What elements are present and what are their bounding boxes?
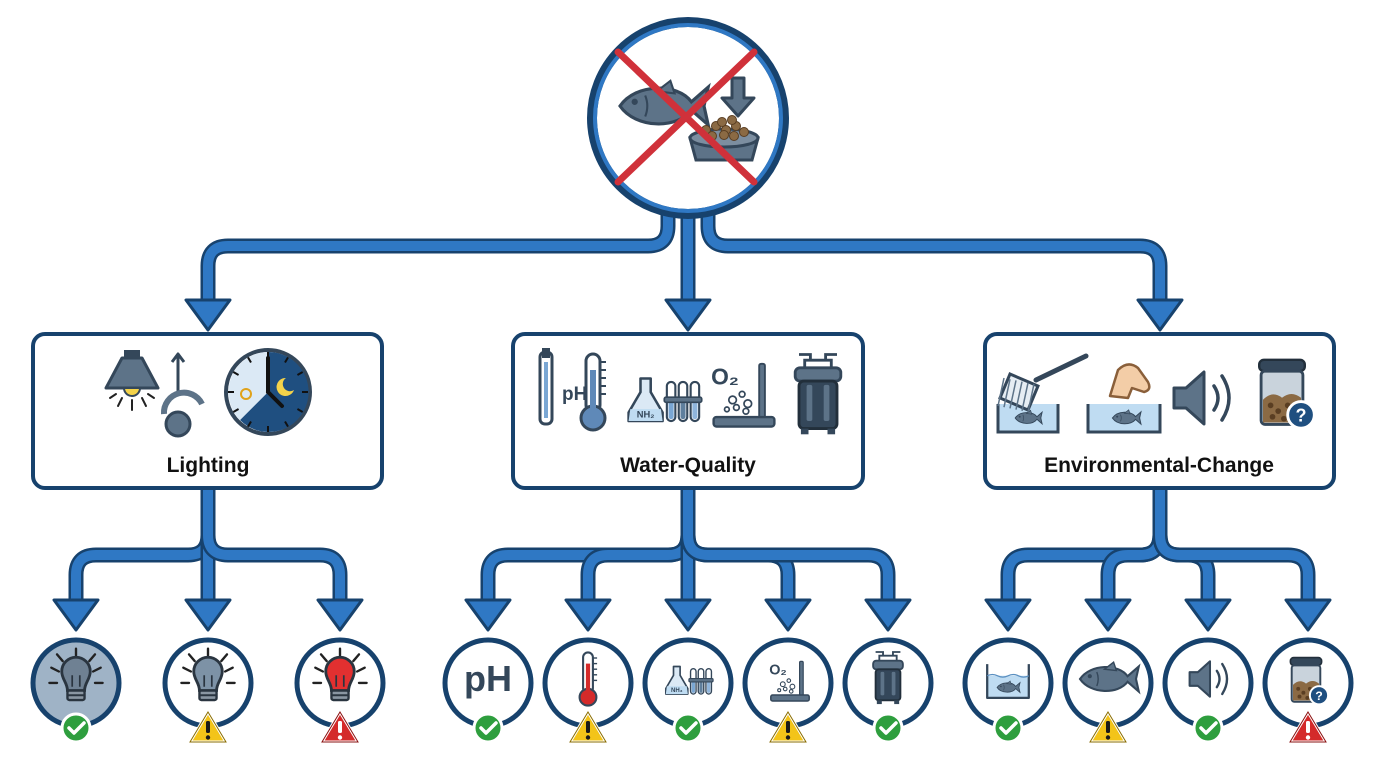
day-night-clock-icon xyxy=(224,348,312,436)
connector-root-lighting xyxy=(203,205,673,305)
category-label-water-quality: Water-Quality xyxy=(620,454,756,477)
fish-icon xyxy=(1078,661,1141,695)
speaker-noise-icon xyxy=(1172,370,1231,426)
svg-text:pH: pH xyxy=(464,658,512,699)
oxygen-aerator-icon: O₂ xyxy=(711,362,776,428)
connector-environmental-change-leaf-4 xyxy=(1155,483,1313,605)
root-circle-ring xyxy=(593,23,783,213)
check-badge-icon xyxy=(60,712,92,744)
warning-badge-icon xyxy=(188,710,228,744)
connector-root-environmental-change-outline xyxy=(700,202,1168,308)
connector-water-quality-leaf-4 xyxy=(683,483,793,605)
hand-tank-fish xyxy=(1111,409,1142,426)
ph-probe-icon: pH xyxy=(538,348,587,426)
connector-root-lighting-outline xyxy=(200,202,676,308)
warning-badge-icon xyxy=(568,710,608,744)
svg-text:?: ? xyxy=(1295,406,1306,426)
fish-net-icon xyxy=(996,353,1089,434)
svg-text:?: ? xyxy=(1315,689,1323,703)
icon-layer: pH NH₂ O₂? pH NH₃ O₂? xyxy=(30,17,1354,744)
arrowhead-category-lighting xyxy=(184,298,232,332)
speaker-icon xyxy=(1188,660,1229,698)
arrowhead-water-quality-leaf-4 xyxy=(764,598,812,632)
check-badge-icon xyxy=(672,712,704,744)
hand-in-tank-icon xyxy=(1086,363,1162,434)
svg-text:O₂: O₂ xyxy=(769,663,787,679)
arrowhead-water-quality-leaf-2 xyxy=(564,598,612,632)
check-badge-icon xyxy=(1192,712,1224,744)
connector-lighting-leaf-1 xyxy=(71,483,213,605)
canister-filter-icon xyxy=(872,651,904,705)
ceiling-lamp-icon xyxy=(104,350,160,411)
arrowhead-water-quality-leaf-3 xyxy=(664,598,712,632)
ammonia-test-icon: NH₂ xyxy=(627,377,703,423)
warning-badge-icon xyxy=(768,710,808,744)
connector-water-quality-leaf-2 xyxy=(583,483,693,605)
thermometer-icon xyxy=(578,651,598,707)
bulb-icon xyxy=(180,647,236,702)
connector-root-environmental-change xyxy=(703,205,1165,305)
svg-text:O₂: O₂ xyxy=(711,364,739,390)
svg-text:NH₂: NH₂ xyxy=(637,410,655,420)
tank-fish xyxy=(996,680,1021,694)
prohibit-cross-icon xyxy=(614,48,758,186)
svg-text:NH₃: NH₃ xyxy=(671,688,683,694)
arrowhead-lighting-leaf-2 xyxy=(184,598,232,632)
arrowhead-water-quality-leaf-1 xyxy=(464,598,512,632)
no-fish-feeding-icon xyxy=(587,17,789,219)
connector-water-quality-leaf-5 xyxy=(683,483,893,605)
net-tank-fish xyxy=(1014,409,1043,426)
connector-environmental-change-leaf-2-outline xyxy=(1100,480,1168,608)
arrowhead-lighting-leaf-3 xyxy=(316,598,364,632)
connector-environmental-change-leaf-1-outline xyxy=(1000,480,1168,608)
oxygen-icon: O₂ xyxy=(769,660,810,702)
arrowhead-environmental-change-leaf-4 xyxy=(1284,598,1332,632)
category-label-lighting: Lighting xyxy=(166,454,250,477)
thermometer-icon xyxy=(579,352,607,432)
tank-fish-icon xyxy=(986,664,1030,700)
down-arrow-icon xyxy=(720,76,756,118)
connector-environmental-change-leaf-1 xyxy=(1003,483,1165,605)
arrowhead-category-water-quality xyxy=(664,298,712,332)
brightness-dial-icon xyxy=(160,352,205,438)
connector-layer xyxy=(52,202,1332,632)
new-food-jar-icon: ? xyxy=(1258,358,1316,430)
connector-lighting-leaf-1-outline xyxy=(68,480,216,608)
check-badge-icon xyxy=(872,712,904,744)
check-badge-icon xyxy=(992,712,1024,744)
arrowhead-category-environmental-change xyxy=(1136,298,1184,332)
arrowhead-environmental-change-leaf-2 xyxy=(1084,598,1132,632)
connector-lighting-leaf-3-outline xyxy=(200,480,348,608)
ammonia-test-icon: NH₃ xyxy=(664,665,714,695)
canister-filter-icon xyxy=(793,353,843,435)
ph-icon: pH xyxy=(464,658,512,699)
connector-water-quality-leaf-4-outline xyxy=(680,480,796,608)
connector-water-quality-leaf-2-outline xyxy=(580,480,696,608)
dim-bulb-icon xyxy=(48,647,104,702)
alert-badge-icon xyxy=(1288,710,1328,744)
svg-text:pH: pH xyxy=(562,384,587,405)
arrowhead-environmental-change-leaf-3 xyxy=(1184,598,1232,632)
arrowhead-water-quality-leaf-5 xyxy=(864,598,912,632)
connector-environmental-change-leaf-4-outline xyxy=(1152,480,1316,608)
alert-badge-icon xyxy=(320,710,360,744)
check-badge-icon xyxy=(472,712,504,744)
arrowhead-environmental-change-leaf-1 xyxy=(984,598,1032,632)
connector-lighting-leaf-3 xyxy=(203,483,345,605)
red-bulb-icon xyxy=(312,647,368,702)
category-label-environmental-change: Environmental-Change xyxy=(1044,454,1274,477)
arrowhead-lighting-leaf-1 xyxy=(52,598,100,632)
warning-badge-icon xyxy=(1088,710,1128,744)
food-jar-question-icon: ? xyxy=(1289,656,1330,706)
